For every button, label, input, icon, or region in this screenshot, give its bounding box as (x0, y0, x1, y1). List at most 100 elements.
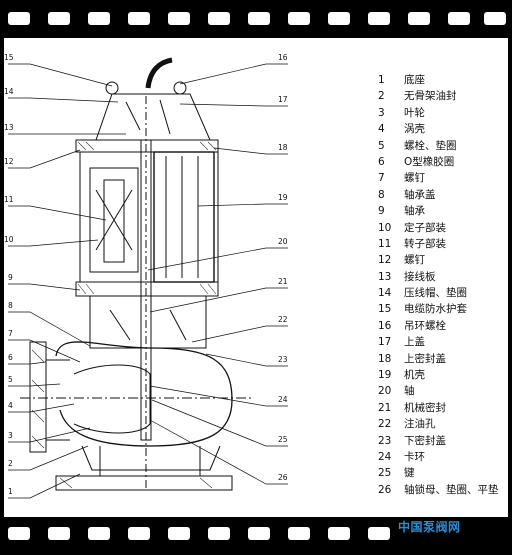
sprocket-hole (208, 527, 230, 540)
top-flange (75, 139, 219, 153)
legend-number: 22 (378, 418, 392, 431)
sprocket-hole (288, 527, 310, 540)
sprocket-hole (484, 12, 506, 25)
shaft (140, 139, 152, 441)
legend-label: 螺钉 (404, 254, 425, 267)
housing-wall (153, 151, 215, 283)
volute-casing (55, 341, 233, 447)
legend-label: 轴承盖 (404, 188, 436, 201)
sprocket-hole (88, 527, 110, 540)
sprocket-hole (128, 12, 150, 25)
legend-label: 螺钉 (404, 172, 425, 185)
callout-4: 4 (8, 401, 13, 410)
mechanical-seal (109, 309, 187, 341)
callout-22: 22 (278, 315, 288, 324)
legend-number: 20 (378, 385, 392, 398)
legend-number: 15 (378, 303, 392, 316)
stator (89, 167, 139, 273)
callout-25: 25 (278, 435, 288, 444)
callout-13: 13 (4, 123, 14, 132)
legend-item: 9 轴承 (378, 203, 506, 219)
callout-24: 24 (278, 395, 288, 404)
callout-12: 12 (4, 157, 14, 166)
callout-17: 17 (278, 95, 288, 104)
legend-number: 11 (378, 237, 392, 250)
legend-number: 17 (378, 336, 392, 349)
legend-number: 2 (378, 90, 385, 103)
legend-number: 14 (378, 287, 392, 300)
sprocket-hole (8, 12, 30, 25)
sprocket-hole (48, 527, 70, 540)
callout-16: 16 (278, 53, 288, 62)
callout-23: 23 (278, 355, 288, 364)
base-plate (55, 475, 233, 491)
sprocket-hole (328, 12, 350, 25)
sprocket-hole (48, 12, 70, 25)
legend-label: 底座 (404, 74, 425, 86)
legend-number: 10 (378, 221, 392, 234)
legend-label: 轴承 (404, 205, 425, 218)
legend-item: 26 轴锁母、垫圈、平垫 (378, 482, 506, 498)
callout-20: 20 (278, 237, 288, 246)
legend-number: 19 (378, 369, 392, 382)
section-hatching (31, 141, 217, 489)
sprocket-hole (288, 12, 310, 25)
legend-number: 18 (378, 352, 392, 365)
legend-label: 轴锁母、垫圈、平垫 (404, 483, 499, 496)
legend-label: 机壳 (404, 369, 425, 382)
callout-9: 9 (8, 273, 13, 282)
sprocket-hole (88, 12, 110, 25)
legend-number: 7 (378, 172, 385, 185)
callout-15: 15 (4, 53, 14, 62)
legend-label: 轴 (404, 385, 415, 398)
discharge-flange (29, 341, 47, 453)
legend-number: 13 (378, 270, 392, 283)
callout-10: 10 (4, 235, 14, 244)
sprocket-hole (168, 12, 190, 25)
callout-7: 7 (8, 329, 13, 338)
legend-label: 吊环螺栓 (404, 319, 446, 332)
cable-sheath (145, 57, 173, 89)
legend-number: 5 (378, 139, 385, 152)
callout-21: 21 (278, 277, 288, 286)
callout-18: 18 (278, 143, 288, 152)
rotor-winding (95, 189, 133, 251)
legend-label: 螺栓、垫圈 (404, 139, 457, 152)
legend-number: 9 (378, 205, 385, 218)
callout-14: 14 (4, 87, 14, 96)
sprocket-hole (8, 527, 30, 540)
legend-label: 电缆防水护套 (404, 303, 467, 316)
legend-number: 8 (378, 188, 385, 201)
lower-flange (75, 281, 219, 297)
sprocket-hole (168, 527, 190, 540)
legend-label: 下密封盖 (404, 434, 446, 447)
callout-1: 1 (8, 487, 13, 496)
legend-item: 7 螺钉 (378, 170, 506, 186)
legend-item: 6 O型橡胶圈 (378, 154, 506, 170)
sprocket-hole (408, 12, 430, 25)
sprocket-hole (368, 12, 390, 25)
legend-label: 压线帽、垫圈 (404, 287, 467, 300)
callout-8: 8 (8, 301, 13, 310)
legend-number: 21 (378, 401, 392, 414)
leader-lines (8, 63, 288, 499)
film-strip-top (0, 0, 512, 38)
legend-label: 定子部装 (404, 221, 446, 234)
legend-number: 26 (378, 483, 392, 496)
legend-label: O型橡胶圈 (404, 155, 455, 168)
legend-number: 6 (378, 155, 385, 168)
legend-item: 15 电缆防水护套 (378, 301, 506, 317)
legend-item: 8 轴承盖 (378, 187, 506, 203)
film-strip-bottom (0, 517, 512, 555)
legend-label: 无骨架油封 (404, 90, 457, 103)
